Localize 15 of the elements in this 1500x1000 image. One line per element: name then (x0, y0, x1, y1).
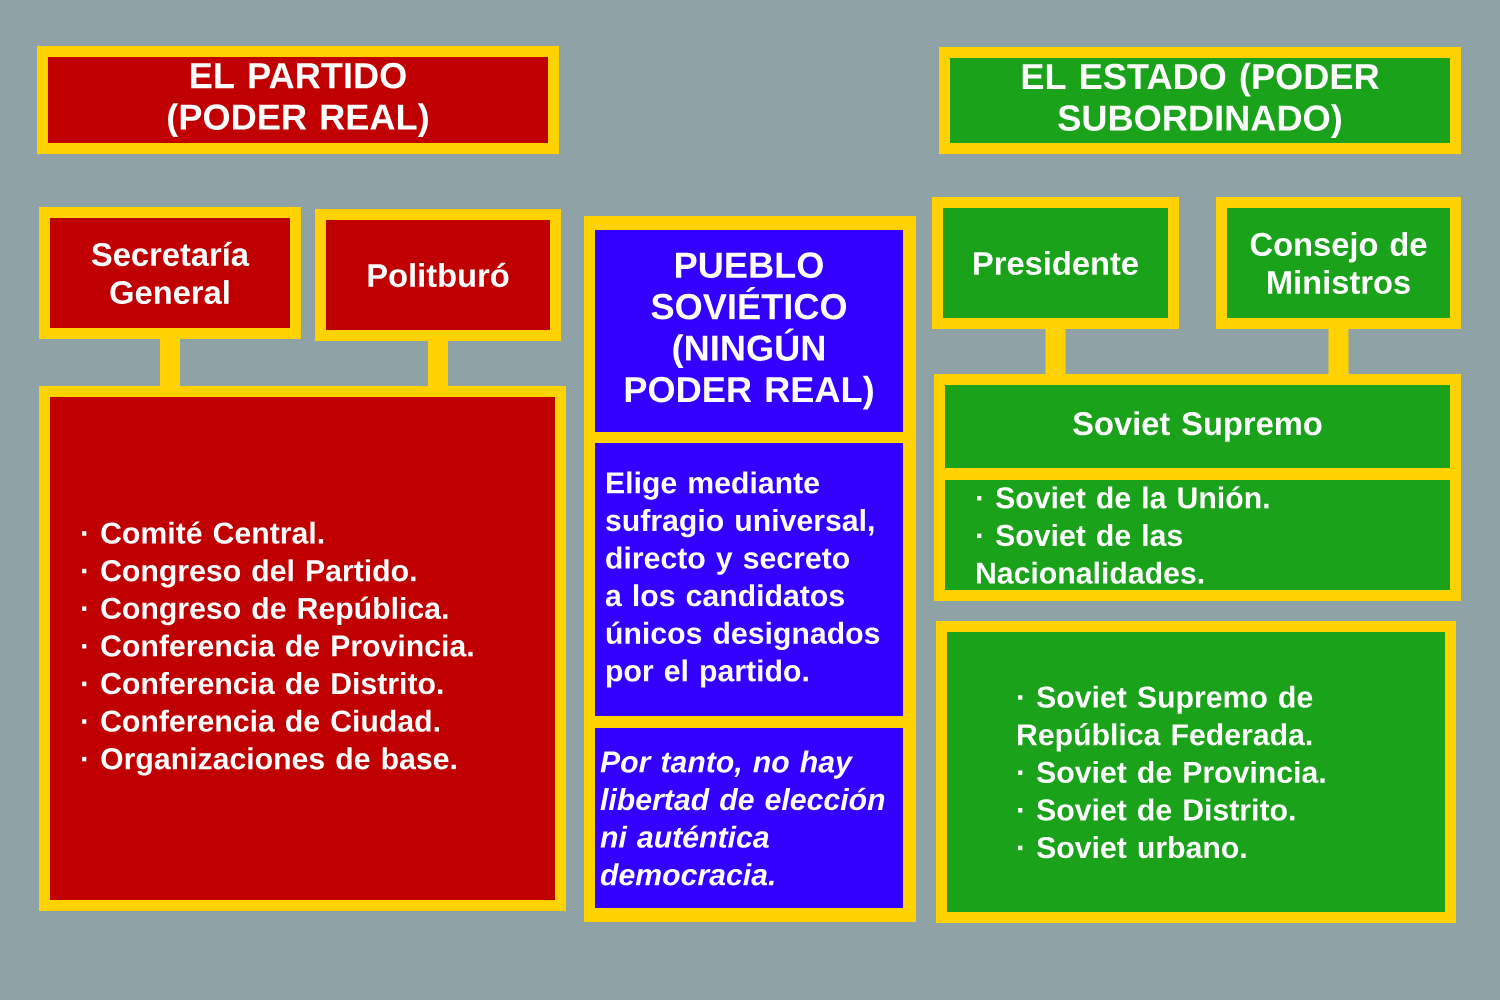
list-box: · Comité Central. · Congreso del Partido. · Congreso de República. · Conferencia de Provincia. · Conferencia de Distrito. · Conferencia de Ciudad. · Organizaciones de base. (39, 386, 566, 911)
org-box: Consejo de Ministros (1216, 197, 1461, 329)
connector (1328, 329, 1349, 374)
connector (428, 341, 448, 386)
org-box: Presidente (932, 197, 1179, 329)
list-box: · Soviet Supremo de República Federada. · Soviet de Provincia. · Soviet de Distrito. · Soviet urbano. (936, 621, 1456, 923)
text-box: Elige mediante sufragio universal, directo y secreto a los candidatos únicos designados por el partido. (595, 443, 903, 716)
connector (1045, 329, 1066, 374)
title-box: EL PARTIDO (PODER REAL) (37, 46, 559, 154)
text-box: Por tanto, no hay libertad de elección ni auténtica democracia. (595, 728, 903, 908)
title-box: EL ESTADO (PODER SUBORDINADO) (939, 47, 1461, 154)
connector (160, 339, 180, 386)
org-box: Secretaría General (39, 207, 301, 339)
title-box: PUEBLO SOVIÉTICO (NINGÚN PODER REAL) (595, 230, 903, 432)
org-box: Politburó (315, 209, 561, 341)
